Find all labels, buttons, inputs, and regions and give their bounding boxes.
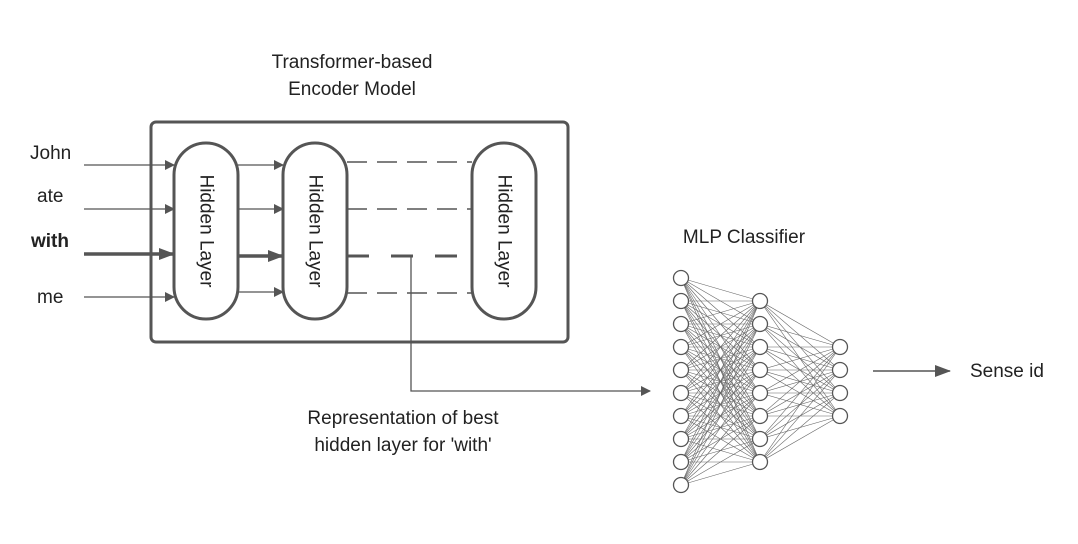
input-word-with: with	[30, 231, 69, 252]
mlp-edge	[680, 346, 761, 486]
mlp-edge	[680, 300, 761, 348]
mlp-edge	[680, 300, 761, 486]
mlp-node-layer-3	[831, 384, 849, 402]
input-word-me: me	[37, 287, 63, 308]
mlp-node-layer-1	[672, 361, 690, 379]
mlp-edge	[759, 346, 841, 417]
mlp-edge	[680, 323, 761, 486]
mlp-node-layer-2	[751, 338, 769, 356]
mlp-edge	[680, 300, 761, 371]
mlp-edge	[680, 300, 761, 325]
mlp-node-layer-3	[831, 338, 849, 356]
mlp-edge	[759, 392, 841, 463]
representation-connector	[410, 256, 651, 396]
encoder-box	[149, 120, 570, 344]
mlp-node-layer-1	[672, 453, 690, 471]
mlp-node-layer-2	[751, 430, 769, 448]
mlp-nodes	[672, 269, 849, 494]
mlp-edge	[759, 346, 841, 440]
mlp-node-layer-1	[672, 269, 690, 287]
mlp-node-layer-1	[672, 315, 690, 333]
mlp-node-layer-3	[831, 361, 849, 379]
mlp-edge	[680, 461, 761, 486]
mlp-edge	[759, 300, 841, 348]
representation-caption-line1: Representation of best	[307, 408, 499, 429]
hidden-layer-n	[470, 141, 538, 321]
input-word-ate: ate	[37, 186, 63, 207]
mlp-edges	[680, 277, 841, 486]
mlp-edge	[680, 300, 761, 417]
mlp-edge	[680, 392, 761, 486]
mlp-node-layer-2	[751, 453, 769, 471]
mlp-node-layer-2	[751, 315, 769, 333]
mlp-node-layer-2	[751, 407, 769, 425]
mlp-node-layer-3	[831, 407, 849, 425]
output-label-sense-id: Sense id	[970, 361, 1044, 382]
mlp-node-layer-1	[672, 384, 690, 402]
mlp-edge	[759, 369, 841, 463]
mlp-edge	[759, 346, 841, 463]
mlp-node-layer-2	[751, 292, 769, 310]
mlp-edge	[680, 438, 761, 486]
mlp-edge	[680, 415, 761, 486]
mlp-edge	[680, 300, 761, 463]
encoder-title-line1: Transformer-based	[272, 52, 433, 73]
input-word-john: John	[30, 143, 71, 164]
mlp-edge	[759, 346, 841, 394]
encoder-title-line2: Encoder Model	[288, 79, 416, 100]
mlp-node-layer-1	[672, 292, 690, 310]
mlp-node-layer-2	[751, 361, 769, 379]
hidden-layer-2-label: Hidden Layer	[305, 174, 326, 288]
representation-caption-line2: hidden layer for 'with'	[314, 435, 491, 456]
mlp-node-layer-1	[672, 407, 690, 425]
mlp-edge	[680, 369, 761, 486]
mlp-node-layer-1	[672, 476, 690, 494]
mlp-edge	[680, 300, 761, 440]
mlp-edge	[680, 277, 761, 302]
mlp-edge	[759, 346, 841, 371]
mlp-node-layer-1	[672, 338, 690, 356]
mlp-node-layer-1	[672, 430, 690, 448]
mlp-edge	[759, 415, 841, 463]
hidden-layer-2	[281, 141, 349, 321]
hidden-layer-1-label: Hidden Layer	[196, 174, 217, 288]
mlp-classifier-title: MLP Classifier	[683, 227, 806, 248]
mlp-edge	[759, 323, 841, 348]
mlp-edge	[680, 300, 761, 394]
hidden-layer-n-label: Hidden Layer	[494, 174, 515, 288]
mlp-node-layer-2	[751, 384, 769, 402]
hidden-layer-1	[172, 141, 240, 321]
